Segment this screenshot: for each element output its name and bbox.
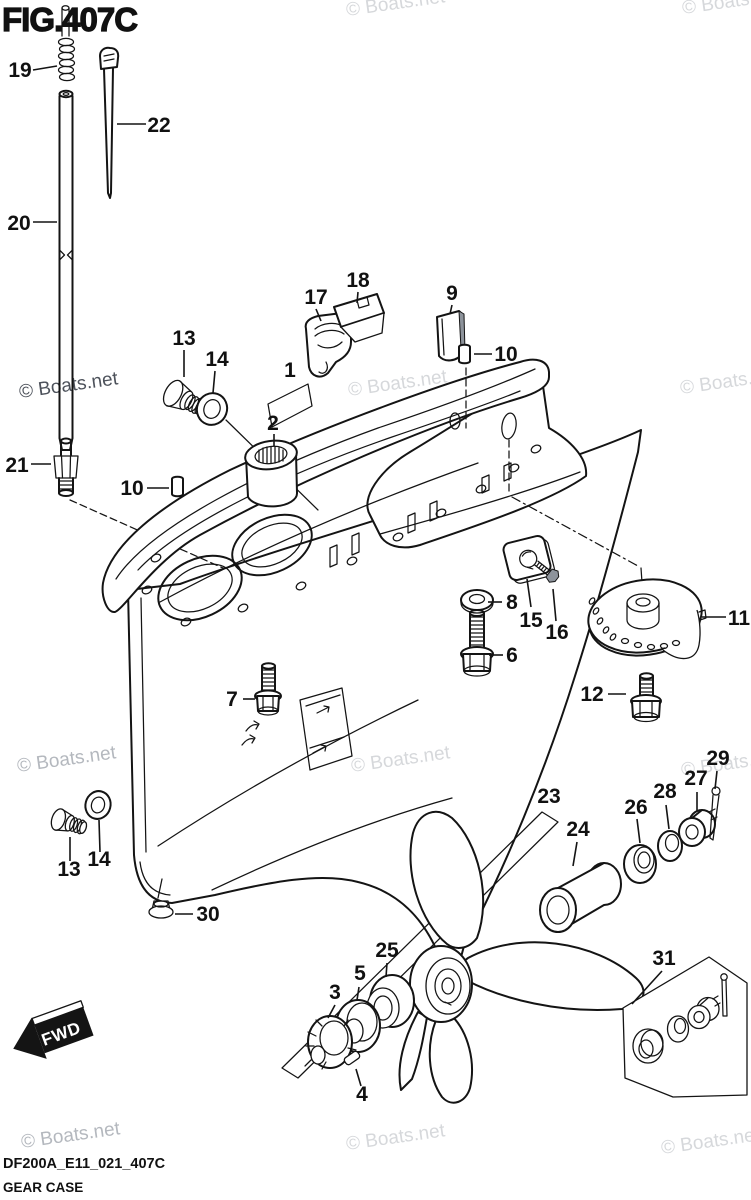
part-label-18: 18 [346, 269, 370, 292]
part-label-11: 11 [728, 607, 751, 630]
part-15-block-drawing [502, 534, 555, 584]
watermark: © Boats.net [16, 742, 118, 777]
part-label-24: 24 [566, 818, 590, 841]
bore-mid [231, 513, 313, 577]
watermark: © Boats.net [660, 1124, 751, 1159]
prop-blade-up [409, 810, 485, 949]
part-label-26: 26 [624, 796, 647, 819]
part-label-1: 1 [284, 359, 296, 382]
part-label-9: 9 [446, 282, 458, 305]
part-label-13-upper: 13 [172, 327, 195, 350]
part-label-15: 15 [519, 609, 543, 632]
part-13-lower-drawing [50, 808, 88, 835]
part-24-spacer-drawing [539, 862, 622, 933]
part-11-anode-drawing [587, 578, 707, 660]
part-10-left-pin-drawing [171, 475, 184, 498]
part-label-27: 27 [684, 767, 707, 790]
part-29-cotter-pin-drawing [709, 786, 721, 841]
part-6-bolt-drawing [460, 609, 494, 677]
part-26-bushing-drawing [623, 844, 657, 884]
watermark: © Boats.net [345, 0, 447, 21]
part-12-bolt-drawing [630, 672, 662, 723]
anode-tab [662, 609, 701, 660]
propeller-drawing [398, 810, 645, 1104]
part-4-key-drawing [343, 1050, 361, 1066]
figure-title: FIG.407C [2, 1, 137, 38]
flag-1 [267, 383, 313, 428]
part-8-washer-drawing [460, 589, 494, 614]
flange-ribs [329, 462, 512, 568]
rod-lines [61, 7, 70, 37]
part-20-driveshaft-drawing [58, 89, 74, 451]
bushing-hatch [258, 446, 284, 464]
leader-11-dash [511, 496, 639, 567]
part-label-4: 4 [356, 1083, 368, 1106]
part-14-upper-drawing [195, 392, 229, 426]
watermark: © Boats.net [18, 368, 120, 403]
part-label-20: 20 [7, 212, 30, 235]
part-30-plug-drawing [148, 878, 174, 919]
part-22-pin-drawing [99, 46, 120, 199]
part-label-21: 21 [5, 454, 29, 477]
flange-holes [141, 412, 542, 627]
part-label-25: 25 [375, 939, 399, 962]
part-label-31: 31 [652, 947, 676, 970]
part-label-2: 2 [267, 412, 279, 435]
part-31-kit-drawing [622, 956, 748, 1098]
part-label-10-right: 10 [494, 343, 517, 366]
part-label-12: 12 [580, 683, 603, 706]
part-19-spring-drawing [57, 5, 76, 82]
anode-rim-marks [588, 597, 681, 651]
part-16-screw-drawing [534, 560, 560, 583]
part-3-hub-drawing [304, 1015, 357, 1070]
part-label-19: 19 [8, 59, 31, 82]
rod-tip [61, 5, 70, 11]
part-7-bolt-drawing [254, 662, 282, 716]
watermark: © Boats.net [345, 1120, 447, 1155]
part-label-23: 23 [537, 785, 560, 808]
part-18-bracket-drawing [333, 293, 385, 343]
watermark: © Boats.net [681, 0, 751, 19]
part-10-right-pin-drawing [458, 343, 471, 365]
flag-23 [281, 811, 559, 1079]
part-label-5: 5 [354, 962, 366, 985]
labels: 19 22 20 21 10 13 14 17 18 9 10 1 2 8 15… [5, 59, 750, 1106]
part-28-washer-drawing [657, 830, 683, 862]
part-label-28: 28 [653, 780, 677, 803]
watermark: © Boats.net [20, 1118, 122, 1153]
part-14-lower-drawing [84, 790, 112, 820]
side-panel-drawing [366, 371, 588, 549]
figure-name: GEAR CASE [3, 1180, 83, 1195]
part-label-13-lower: 13 [57, 858, 80, 881]
flange-drawing [101, 358, 550, 627]
part-27-nut-drawing [678, 808, 718, 847]
part-label-14-upper: 14 [205, 348, 229, 371]
prop-blade-right [459, 941, 645, 1011]
part-label-17: 17 [304, 286, 327, 309]
part-label-14-lower: 14 [87, 848, 111, 871]
part-label-6: 6 [506, 644, 518, 667]
part-label-8: 8 [506, 591, 518, 614]
part-label-16: 16 [545, 621, 568, 644]
figure-code: DF200A_E11_021_407C [3, 1156, 166, 1172]
prop-blade-stub [398, 1011, 428, 1091]
fwd-arrow: FWD [13, 1000, 94, 1059]
part-label-22: 22 [147, 114, 170, 137]
part-label-3: 3 [329, 981, 341, 1004]
prop-blade-down [428, 1015, 473, 1104]
part-label-29: 29 [706, 747, 729, 770]
panel-hole [501, 412, 517, 440]
watermark: © Boats.net [679, 364, 751, 399]
part-21-fitting-drawing [53, 437, 79, 497]
part-label-10-left: 10 [120, 477, 143, 500]
part-label-7: 7 [226, 688, 238, 711]
part-2-bushing-drawing [244, 439, 299, 508]
part-label-30: 30 [196, 903, 219, 926]
